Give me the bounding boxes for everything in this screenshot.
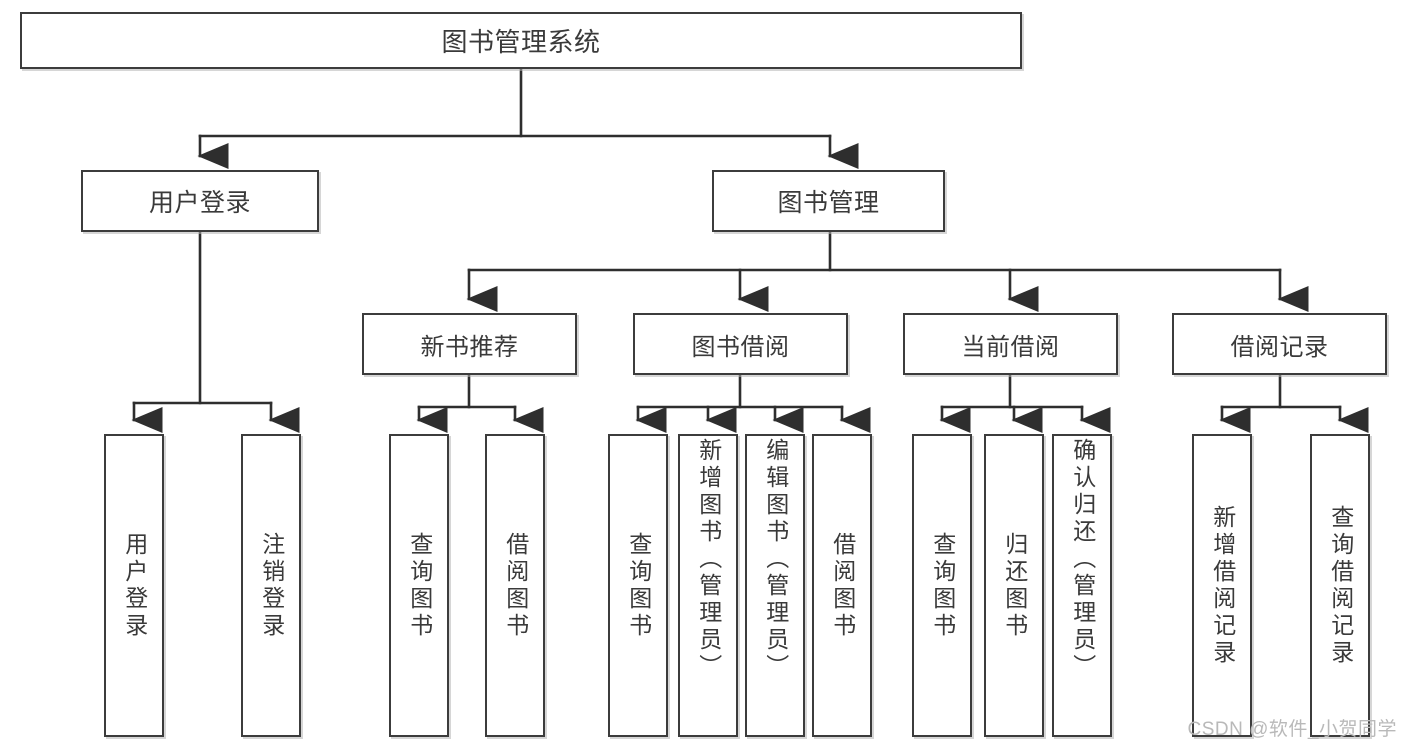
node-new-book-recommend-label: 新书推荐 bbox=[420, 333, 519, 361]
node-user-login[interactable]: 用户登录 bbox=[81, 170, 319, 232]
node-leaf-return-book[interactable]: 归还图书 bbox=[984, 434, 1044, 737]
node-leaf-add-record[interactable]: 新增借阅记录 bbox=[1192, 434, 1252, 737]
node-leaf-query-book-3-label: 查询图书 bbox=[929, 531, 956, 640]
node-leaf-confirm-return-label: 确认归还（管理员） bbox=[1069, 438, 1096, 681]
node-leaf-query-book-3[interactable]: 查询图书 bbox=[912, 434, 972, 737]
node-leaf-query-record[interactable]: 查询借阅记录 bbox=[1310, 434, 1370, 737]
node-leaf-add-book[interactable]: 新增图书（管理员） bbox=[678, 434, 738, 737]
node-leaf-borrow-book-2[interactable]: 借阅图书 bbox=[812, 434, 872, 737]
node-leaf-return-book-label: 归还图书 bbox=[1001, 531, 1028, 640]
node-current-borrow-label: 当前借阅 bbox=[961, 333, 1060, 361]
node-leaf-logout[interactable]: 注销登录 bbox=[241, 434, 301, 737]
node-borrow-record[interactable]: 借阅记录 bbox=[1172, 313, 1387, 375]
node-user-login-label: 用户登录 bbox=[148, 189, 251, 217]
node-borrow-record-label: 借阅记录 bbox=[1230, 333, 1329, 361]
node-new-book-recommend[interactable]: 新书推荐 bbox=[362, 313, 577, 375]
node-leaf-edit-book-label: 编辑图书（管理员） bbox=[762, 438, 789, 681]
node-leaf-edit-book[interactable]: 编辑图书（管理员） bbox=[745, 434, 805, 737]
node-leaf-user-login-label: 用户登录 bbox=[121, 531, 148, 640]
node-leaf-add-book-label: 新增图书（管理员） bbox=[695, 438, 722, 681]
node-leaf-add-record-label: 新增借阅记录 bbox=[1209, 504, 1236, 667]
node-leaf-borrow-book-1[interactable]: 借阅图书 bbox=[485, 434, 545, 737]
node-book-borrow-label: 图书借阅 bbox=[691, 333, 790, 361]
node-leaf-query-record-label: 查询借阅记录 bbox=[1327, 504, 1354, 667]
node-book-manage[interactable]: 图书管理 bbox=[712, 170, 945, 232]
node-leaf-query-book-2-label: 查询图书 bbox=[625, 531, 652, 640]
node-leaf-borrow-book-1-label: 借阅图书 bbox=[502, 531, 529, 640]
node-root-label: 图书管理系统 bbox=[441, 27, 601, 57]
node-leaf-confirm-return[interactable]: 确认归还（管理员） bbox=[1052, 434, 1112, 737]
node-book-manage-label: 图书管理 bbox=[777, 189, 880, 217]
node-root[interactable]: 图书管理系统 bbox=[20, 12, 1022, 69]
node-leaf-user-login[interactable]: 用户登录 bbox=[104, 434, 164, 737]
node-leaf-query-book-1[interactable]: 查询图书 bbox=[389, 434, 449, 737]
node-leaf-query-book-1-label: 查询图书 bbox=[406, 531, 433, 640]
node-leaf-borrow-book-2-label: 借阅图书 bbox=[829, 531, 856, 640]
node-leaf-query-book-2[interactable]: 查询图书 bbox=[608, 434, 668, 737]
node-book-borrow[interactable]: 图书借阅 bbox=[633, 313, 848, 375]
node-current-borrow[interactable]: 当前借阅 bbox=[903, 313, 1118, 375]
node-leaf-logout-label: 注销登录 bbox=[258, 531, 285, 640]
